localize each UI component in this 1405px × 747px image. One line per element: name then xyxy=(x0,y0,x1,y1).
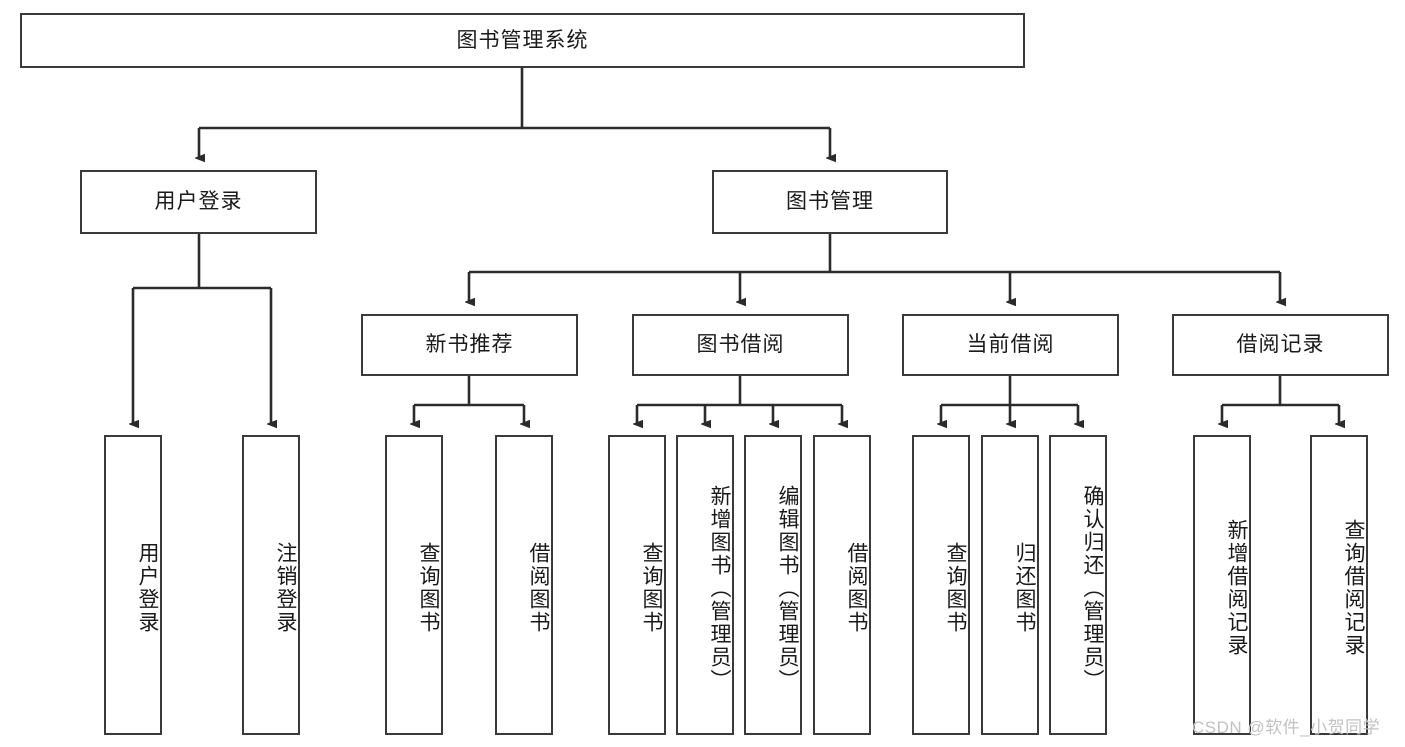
leaf-book-borrow-query[interactable]: 查询图书 xyxy=(608,435,666,735)
node-label: 用户登录 xyxy=(136,542,159,634)
leaf-book-borrow-edit[interactable]: 编辑图书（管理员） xyxy=(744,435,802,735)
leaf-borrow-record-add[interactable]: 新增借阅记录 xyxy=(1193,435,1251,735)
node-current-borrow[interactable]: 当前借阅 xyxy=(902,314,1119,376)
node-label: 新增图书（管理员） xyxy=(708,484,731,692)
leaf-current-borrow-confirm-return[interactable]: 确认归还（管理员） xyxy=(1049,435,1107,735)
node-book-management[interactable]: 图书管理 xyxy=(712,170,948,234)
node-label: 新增借阅记录 xyxy=(1225,519,1248,657)
leaf-new-book-borrow[interactable]: 借阅图书 xyxy=(495,435,553,735)
leaf-current-borrow-return[interactable]: 归还图书 xyxy=(981,435,1039,735)
leaf-user-login-login[interactable]: 用户登录 xyxy=(104,435,162,735)
node-new-book-recommend[interactable]: 新书推荐 xyxy=(361,314,578,376)
node-label: 图书借阅 xyxy=(696,333,785,357)
node-label: 查询图书 xyxy=(640,542,663,634)
node-book-management-system[interactable]: 图书管理系统 xyxy=(20,13,1025,68)
leaf-book-borrow-borrow[interactable]: 借阅图书 xyxy=(813,435,871,735)
csdn-watermark: CSDN @软件_小贺同学 xyxy=(1192,718,1381,737)
node-label: 用户登录 xyxy=(154,190,243,214)
leaf-current-borrow-query[interactable]: 查询图书 xyxy=(912,435,970,735)
node-label: 查询图书 xyxy=(944,542,967,634)
node-label: 借阅记录 xyxy=(1236,333,1325,357)
node-user-login[interactable]: 用户登录 xyxy=(80,170,317,234)
leaf-user-login-logout[interactable]: 注销登录 xyxy=(242,435,300,735)
node-borrow-record[interactable]: 借阅记录 xyxy=(1172,314,1389,376)
node-label: 借阅图书 xyxy=(527,542,550,634)
leaf-new-book-query[interactable]: 查询图书 xyxy=(385,435,443,735)
node-book-borrow[interactable]: 图书借阅 xyxy=(632,314,849,376)
node-label: 借阅图书 xyxy=(845,542,868,634)
leaf-borrow-record-query[interactable]: 查询借阅记录 xyxy=(1310,435,1368,735)
node-label: 归还图书 xyxy=(1013,542,1036,634)
node-label: 图书管理 xyxy=(786,190,874,214)
node-label: 查询图书 xyxy=(417,542,440,634)
node-label: 当前借阅 xyxy=(966,333,1055,357)
node-label: 注销登录 xyxy=(274,542,297,634)
node-label: 查询借阅记录 xyxy=(1342,519,1365,657)
leaf-book-borrow-add[interactable]: 新增图书（管理员） xyxy=(676,435,734,735)
node-label: 确认归还（管理员） xyxy=(1081,484,1104,692)
node-label: 编辑图书（管理员） xyxy=(776,484,799,692)
node-label: 新书推荐 xyxy=(425,333,514,357)
node-label: 图书管理系统 xyxy=(456,28,589,52)
